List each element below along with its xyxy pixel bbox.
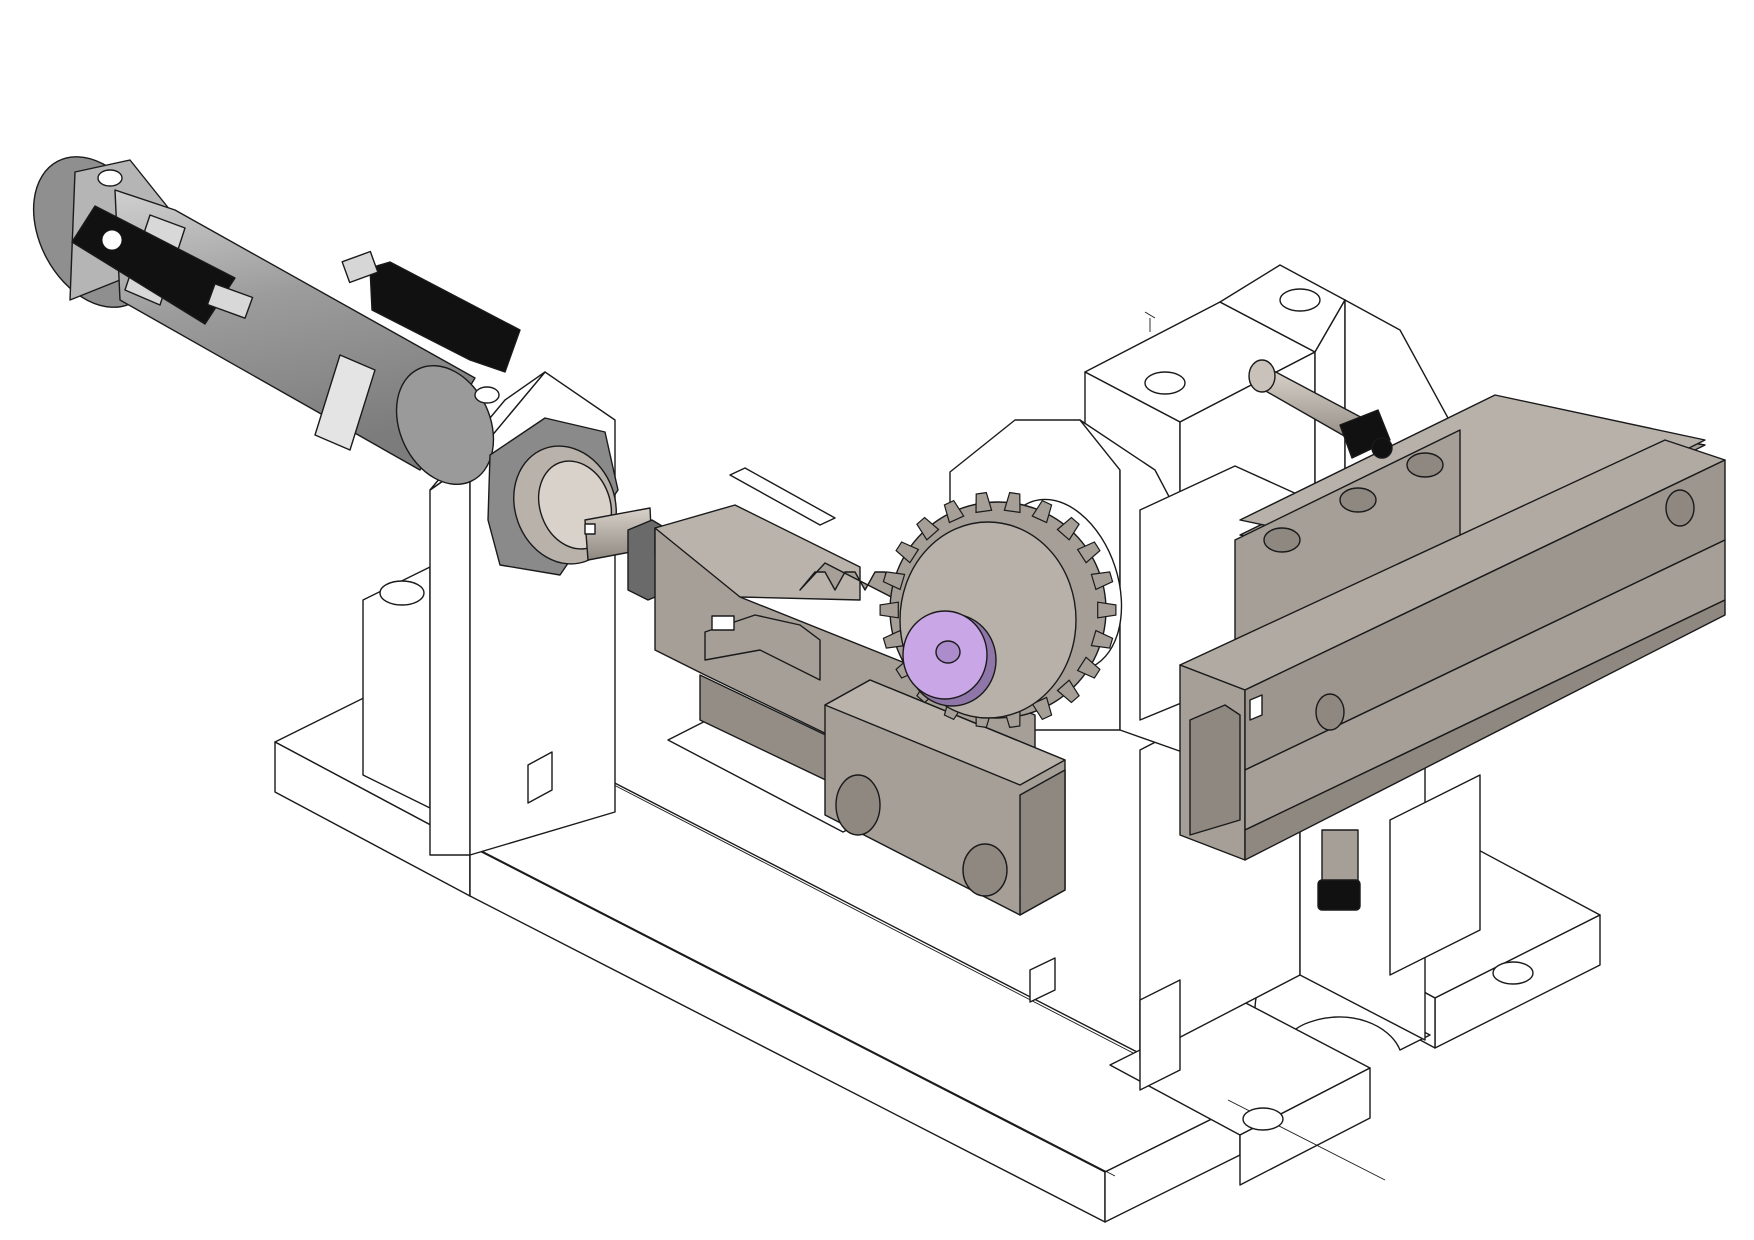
mount-hole-icon — [1315, 693, 1345, 731]
spur-gear — [879, 491, 1117, 729]
base-plate — [274, 674, 1601, 1223]
gear-tooth — [879, 601, 899, 619]
gear-tooth — [1076, 541, 1101, 564]
mount-hole-icon — [379, 580, 425, 606]
mount-hole-icon — [1279, 288, 1321, 312]
mount-hole-icon — [97, 169, 123, 187]
gear-tooth — [1090, 629, 1114, 649]
linear-slide — [1179, 394, 1726, 861]
gear-tooth — [895, 541, 920, 564]
gear-tooth — [1031, 499, 1053, 524]
gear-tooth — [882, 571, 906, 591]
gear-tooth — [1076, 656, 1101, 679]
gear-tooth — [1003, 491, 1021, 514]
sensor-pin — [1248, 359, 1393, 459]
pneumatic-cylinder — [32, 156, 673, 601]
mount-hole-icon — [1144, 371, 1186, 395]
gear-tooth — [916, 516, 940, 541]
mount-hole-icon — [474, 386, 500, 404]
gear-tooth — [1097, 601, 1117, 619]
gear-tooth — [1056, 516, 1080, 541]
gear-tooth — [975, 491, 993, 514]
gear-tooth — [943, 499, 965, 524]
mount-hole-icon — [1665, 489, 1695, 527]
mount-hole-icon — [835, 774, 881, 836]
gear-rack — [654, 467, 1066, 916]
gear-tooth — [1090, 571, 1114, 591]
gear-tooth — [1056, 679, 1080, 704]
sensor-pin — [1317, 829, 1361, 911]
mount-hole-icon — [962, 843, 1008, 897]
